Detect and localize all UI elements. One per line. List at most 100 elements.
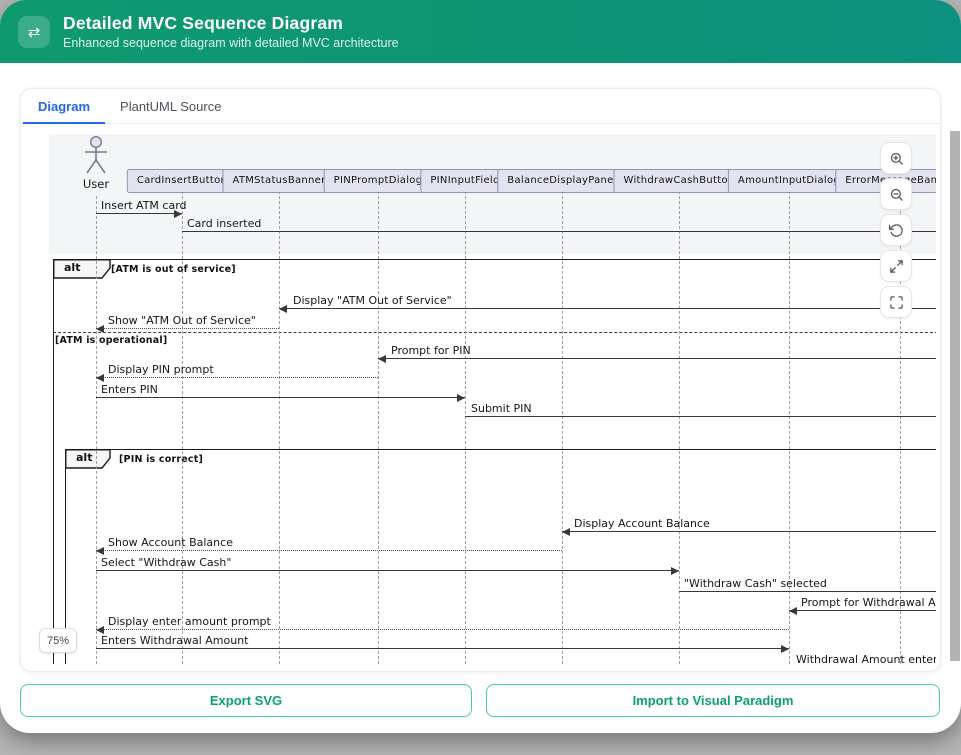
alt-pentagon <box>65 449 111 469</box>
header-text: Detailed MVC Sequence Diagram Enhanced s… <box>63 13 399 50</box>
rotate-ccw-icon <box>888 223 903 237</box>
actor-icon <box>85 135 107 174</box>
alt-frame-label: alt <box>53 259 111 279</box>
message-label: Display "ATM Out of Service" <box>293 294 452 307</box>
lifeline <box>182 191 183 664</box>
message-line <box>96 213 182 214</box>
participant-box: CardInsertButton <box>126 169 238 193</box>
alt-guard: [PIN is correct] <box>119 454 204 465</box>
actor-label: User <box>82 177 110 191</box>
lifeline <box>465 191 466 664</box>
diagram-vertical-scrollbar[interactable] <box>950 131 960 661</box>
message-arrowhead <box>96 625 104 634</box>
participant-box: ATMStatusBanner <box>222 169 336 193</box>
message-line <box>679 591 936 592</box>
lifeline <box>96 196 97 664</box>
message-line <box>182 231 936 232</box>
message-label: Show Account Balance <box>108 536 233 549</box>
participant-box: AmountInputDialog <box>727 169 851 193</box>
message-arrowhead <box>562 527 570 536</box>
message-label: Card inserted <box>187 217 262 230</box>
actor-user-figure <box>81 135 111 176</box>
message-line <box>562 531 936 532</box>
message-label: Show "ATM Out of Service" <box>108 314 256 327</box>
message-line <box>279 308 936 309</box>
message-line <box>96 629 789 630</box>
participant-box: WithdrawCashButton <box>613 169 745 193</box>
message-arrowhead <box>671 566 679 575</box>
lifeline <box>900 191 901 664</box>
alt-frame <box>53 259 936 664</box>
swap-glyph: ⇄ <box>27 23 41 41</box>
message-line <box>96 570 679 571</box>
message-label: Enters PIN <box>101 383 158 396</box>
expand-button[interactable] <box>880 250 912 282</box>
message-label: Prompt for PIN <box>391 344 471 357</box>
tab-bar: Diagram PlantUML Source <box>21 89 940 124</box>
message-arrowhead <box>174 209 182 218</box>
message-label: Insert ATM card <box>101 199 187 212</box>
message-line <box>378 358 936 359</box>
alt-divider-label: [ATM is operational] <box>55 335 168 346</box>
participant-box: BalanceDisplayPanel <box>497 169 627 193</box>
message-line <box>96 397 465 398</box>
zoom-level-badge: 75% <box>39 628 77 653</box>
reset-view-button[interactable] <box>880 214 912 246</box>
message-label: Submit PIN <box>471 402 532 415</box>
fullscreen-button[interactable] <box>880 286 912 318</box>
diagram-header-band <box>49 134 936 254</box>
swap-horizontal-icon: ⇄ <box>18 15 50 48</box>
page-subtitle: Enhanced sequence diagram with detailed … <box>63 36 399 50</box>
message-label: Enters Withdrawal Amount <box>101 634 249 647</box>
participant-box: PINInputField <box>420 169 510 193</box>
message-label: Withdrawal Amount entered <box>796 653 936 664</box>
message-arrowhead <box>781 644 789 653</box>
alt-keyword: alt <box>64 261 81 274</box>
message-label: Select "Withdraw Cash" <box>101 556 232 569</box>
export-svg-button[interactable]: Export SVG <box>20 684 472 717</box>
lifeline <box>679 191 680 664</box>
message-arrowhead <box>96 373 104 382</box>
lifeline <box>789 191 790 664</box>
message-line <box>96 550 562 551</box>
message-line <box>96 328 279 329</box>
tab-diagram[interactable]: Diagram <box>23 89 106 124</box>
lifeline <box>279 191 280 664</box>
message-label: Display PIN prompt <box>108 363 214 376</box>
message-arrowhead <box>457 393 465 402</box>
expand-arrows-icon <box>889 259 903 273</box>
message-arrowhead <box>789 606 797 615</box>
alt-pentagon <box>53 259 111 279</box>
message-arrowhead <box>96 546 104 555</box>
fullscreen-corners-icon <box>889 295 903 309</box>
message-arrowhead <box>279 304 287 313</box>
alt-keyword: alt <box>76 451 93 464</box>
zoom-out-icon <box>890 188 903 201</box>
zoom-out-button[interactable] <box>880 178 912 210</box>
message-label: "Withdraw Cash" selected <box>684 577 827 590</box>
message-line <box>465 416 936 417</box>
tab-plantuml-source[interactable]: PlantUML Source <box>120 98 222 114</box>
import-visual-paradigm-button[interactable]: Import to Visual Paradigm <box>486 684 940 717</box>
zoom-in-button[interactable] <box>880 142 912 174</box>
alt-frame <box>65 449 936 664</box>
lifeline <box>562 191 563 664</box>
participant-box: PINPromptDialog <box>323 169 433 193</box>
diagram-card: Diagram PlantUML Source alt [ATM is out o… <box>20 88 941 672</box>
message-label: Prompt for Withdrawal Amount <box>801 596 936 609</box>
page-title: Detailed MVC Sequence Diagram <box>63 13 344 33</box>
message-label: Display enter amount prompt <box>108 615 271 628</box>
diagram-canvas[interactable]: alt [ATM is out of service] alt [PIN is cor… <box>31 124 936 664</box>
app-window: ⇄ Detailed MVC Sequence Diagram Enhanced… <box>0 0 961 733</box>
message-label: Display Account Balance <box>574 517 710 530</box>
zoom-in-icon <box>890 152 903 165</box>
alt-guard: [ATM is out of service] <box>111 264 236 275</box>
header: ⇄ Detailed MVC Sequence Diagram Enhanced… <box>0 0 961 63</box>
message-arrowhead <box>378 354 386 363</box>
alt-divider-line <box>53 332 936 333</box>
lifeline <box>378 191 379 664</box>
message-line <box>96 648 789 649</box>
message-line <box>789 610 936 611</box>
alt-frame-label: alt <box>65 449 111 469</box>
message-line <box>96 377 378 378</box>
